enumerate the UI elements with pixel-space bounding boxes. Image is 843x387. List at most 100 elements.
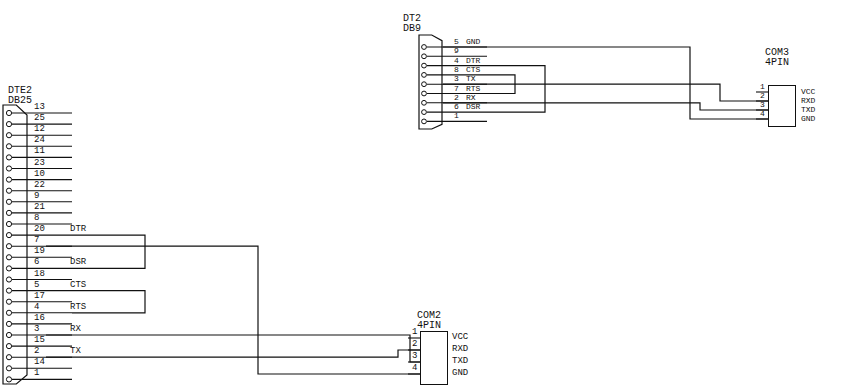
pin-socket	[6, 233, 11, 238]
signal-name: RX	[70, 325, 81, 334]
signal-name: GND	[466, 38, 480, 46]
pin-socket	[6, 199, 11, 204]
pin-socket	[6, 310, 11, 315]
signal-name: VCC	[801, 88, 815, 96]
pin-socket	[422, 45, 427, 50]
pin-number: 6	[34, 258, 39, 267]
signal-name: RXD	[801, 97, 815, 105]
d-sub-outline	[419, 35, 442, 129]
pin-socket	[6, 366, 11, 371]
pin-number: 24	[34, 136, 45, 145]
pin-socket	[6, 144, 11, 149]
pin-stub	[12, 346, 72, 347]
pin-socket	[6, 255, 11, 260]
signal-name: DSR	[70, 258, 86, 267]
pin-number: 20	[34, 225, 45, 234]
pin-number: 15	[34, 336, 45, 345]
pin-socket	[6, 277, 11, 282]
signal-wire	[46, 335, 420, 362]
signal-name: RX	[466, 94, 476, 102]
connector-name: DT2	[403, 14, 421, 24]
pin-socket	[6, 188, 11, 193]
signal-name: DSR	[466, 103, 480, 111]
pin-number: 1	[760, 83, 765, 91]
loopback-wire	[487, 66, 545, 113]
pin-socket	[6, 122, 11, 127]
signal-name: VCC	[452, 333, 468, 342]
pin-header-body	[768, 85, 796, 127]
pin-socket	[6, 377, 11, 382]
pin-number: 25	[34, 114, 45, 123]
pin-number: 1	[34, 369, 39, 378]
pin-header-body	[420, 331, 448, 385]
signal-name: GND	[801, 115, 815, 123]
pin-socket	[422, 110, 427, 115]
pin-number: 1	[454, 112, 459, 120]
signal-wire	[46, 350, 420, 357]
pin-socket	[6, 299, 11, 304]
pin-number: 8	[34, 214, 39, 223]
pin-socket	[6, 177, 11, 182]
pin-stub	[12, 279, 72, 280]
pin-socket	[6, 244, 11, 249]
pin-stub	[12, 257, 72, 258]
signal-wire	[443, 47, 768, 119]
pin-stub	[12, 301, 72, 302]
d-sub-shell	[2, 105, 28, 385]
d-sub-shell	[418, 35, 443, 130]
signal-name: TX	[70, 347, 81, 356]
pin-stub	[12, 368, 72, 369]
signal-name: CTS	[70, 281, 86, 290]
pin-number: 5	[454, 38, 459, 46]
signal-name: CTS	[466, 66, 480, 74]
pin-number: 3	[412, 352, 417, 361]
pin-number: 3	[760, 101, 765, 109]
pin-number: 10	[34, 170, 45, 179]
pin-number: 2	[760, 92, 765, 100]
signal-name: RTS	[466, 85, 480, 93]
pin-number: 1	[412, 328, 417, 337]
pin-number: 4	[760, 110, 765, 118]
signal-name: TXD	[801, 106, 815, 114]
pin-stub	[12, 190, 72, 191]
signal-name: GND	[452, 369, 468, 378]
pin-socket	[6, 344, 11, 349]
pin-number: 5	[34, 281, 39, 290]
pin-number: 9	[34, 192, 39, 201]
pin-number: 4	[454, 57, 459, 65]
pin-number: 13	[34, 103, 45, 112]
signal-wire	[443, 103, 768, 110]
pin-number: 4	[34, 303, 39, 312]
pin-socket	[6, 288, 11, 293]
pin-number: 7	[34, 236, 39, 245]
com-header: COM34PIN	[768, 45, 796, 127]
pin-stub	[12, 323, 72, 324]
pin-number: 9	[454, 47, 459, 55]
pin-socket	[6, 355, 11, 360]
pin-socket	[422, 100, 427, 105]
connector-name: COM2	[417, 311, 441, 321]
pin-socket	[6, 332, 11, 337]
pin-number: 19	[34, 247, 45, 256]
pin-number: 3	[34, 325, 39, 334]
signal-name: RXD	[452, 345, 468, 354]
pin-number: 7	[454, 85, 459, 93]
pin-socket	[422, 82, 427, 87]
pin-stub	[427, 121, 487, 122]
pin-number: 3	[454, 75, 459, 83]
signal-name: TXD	[452, 357, 468, 366]
pin-number: 17	[34, 292, 45, 301]
pin-socket	[422, 91, 427, 96]
pin-number: 16	[34, 314, 45, 323]
pin-number: 22	[34, 181, 45, 190]
signal-name: DTR	[466, 57, 480, 65]
pin-socket	[6, 210, 11, 215]
pin-number: 2	[412, 340, 417, 349]
signal-name: DTR	[70, 225, 86, 234]
pin-number: 12	[34, 125, 45, 134]
pin-number: 8	[454, 66, 459, 74]
pin-socket	[6, 133, 11, 138]
connector-name: COM3	[765, 48, 789, 58]
pin-socket	[6, 155, 11, 160]
